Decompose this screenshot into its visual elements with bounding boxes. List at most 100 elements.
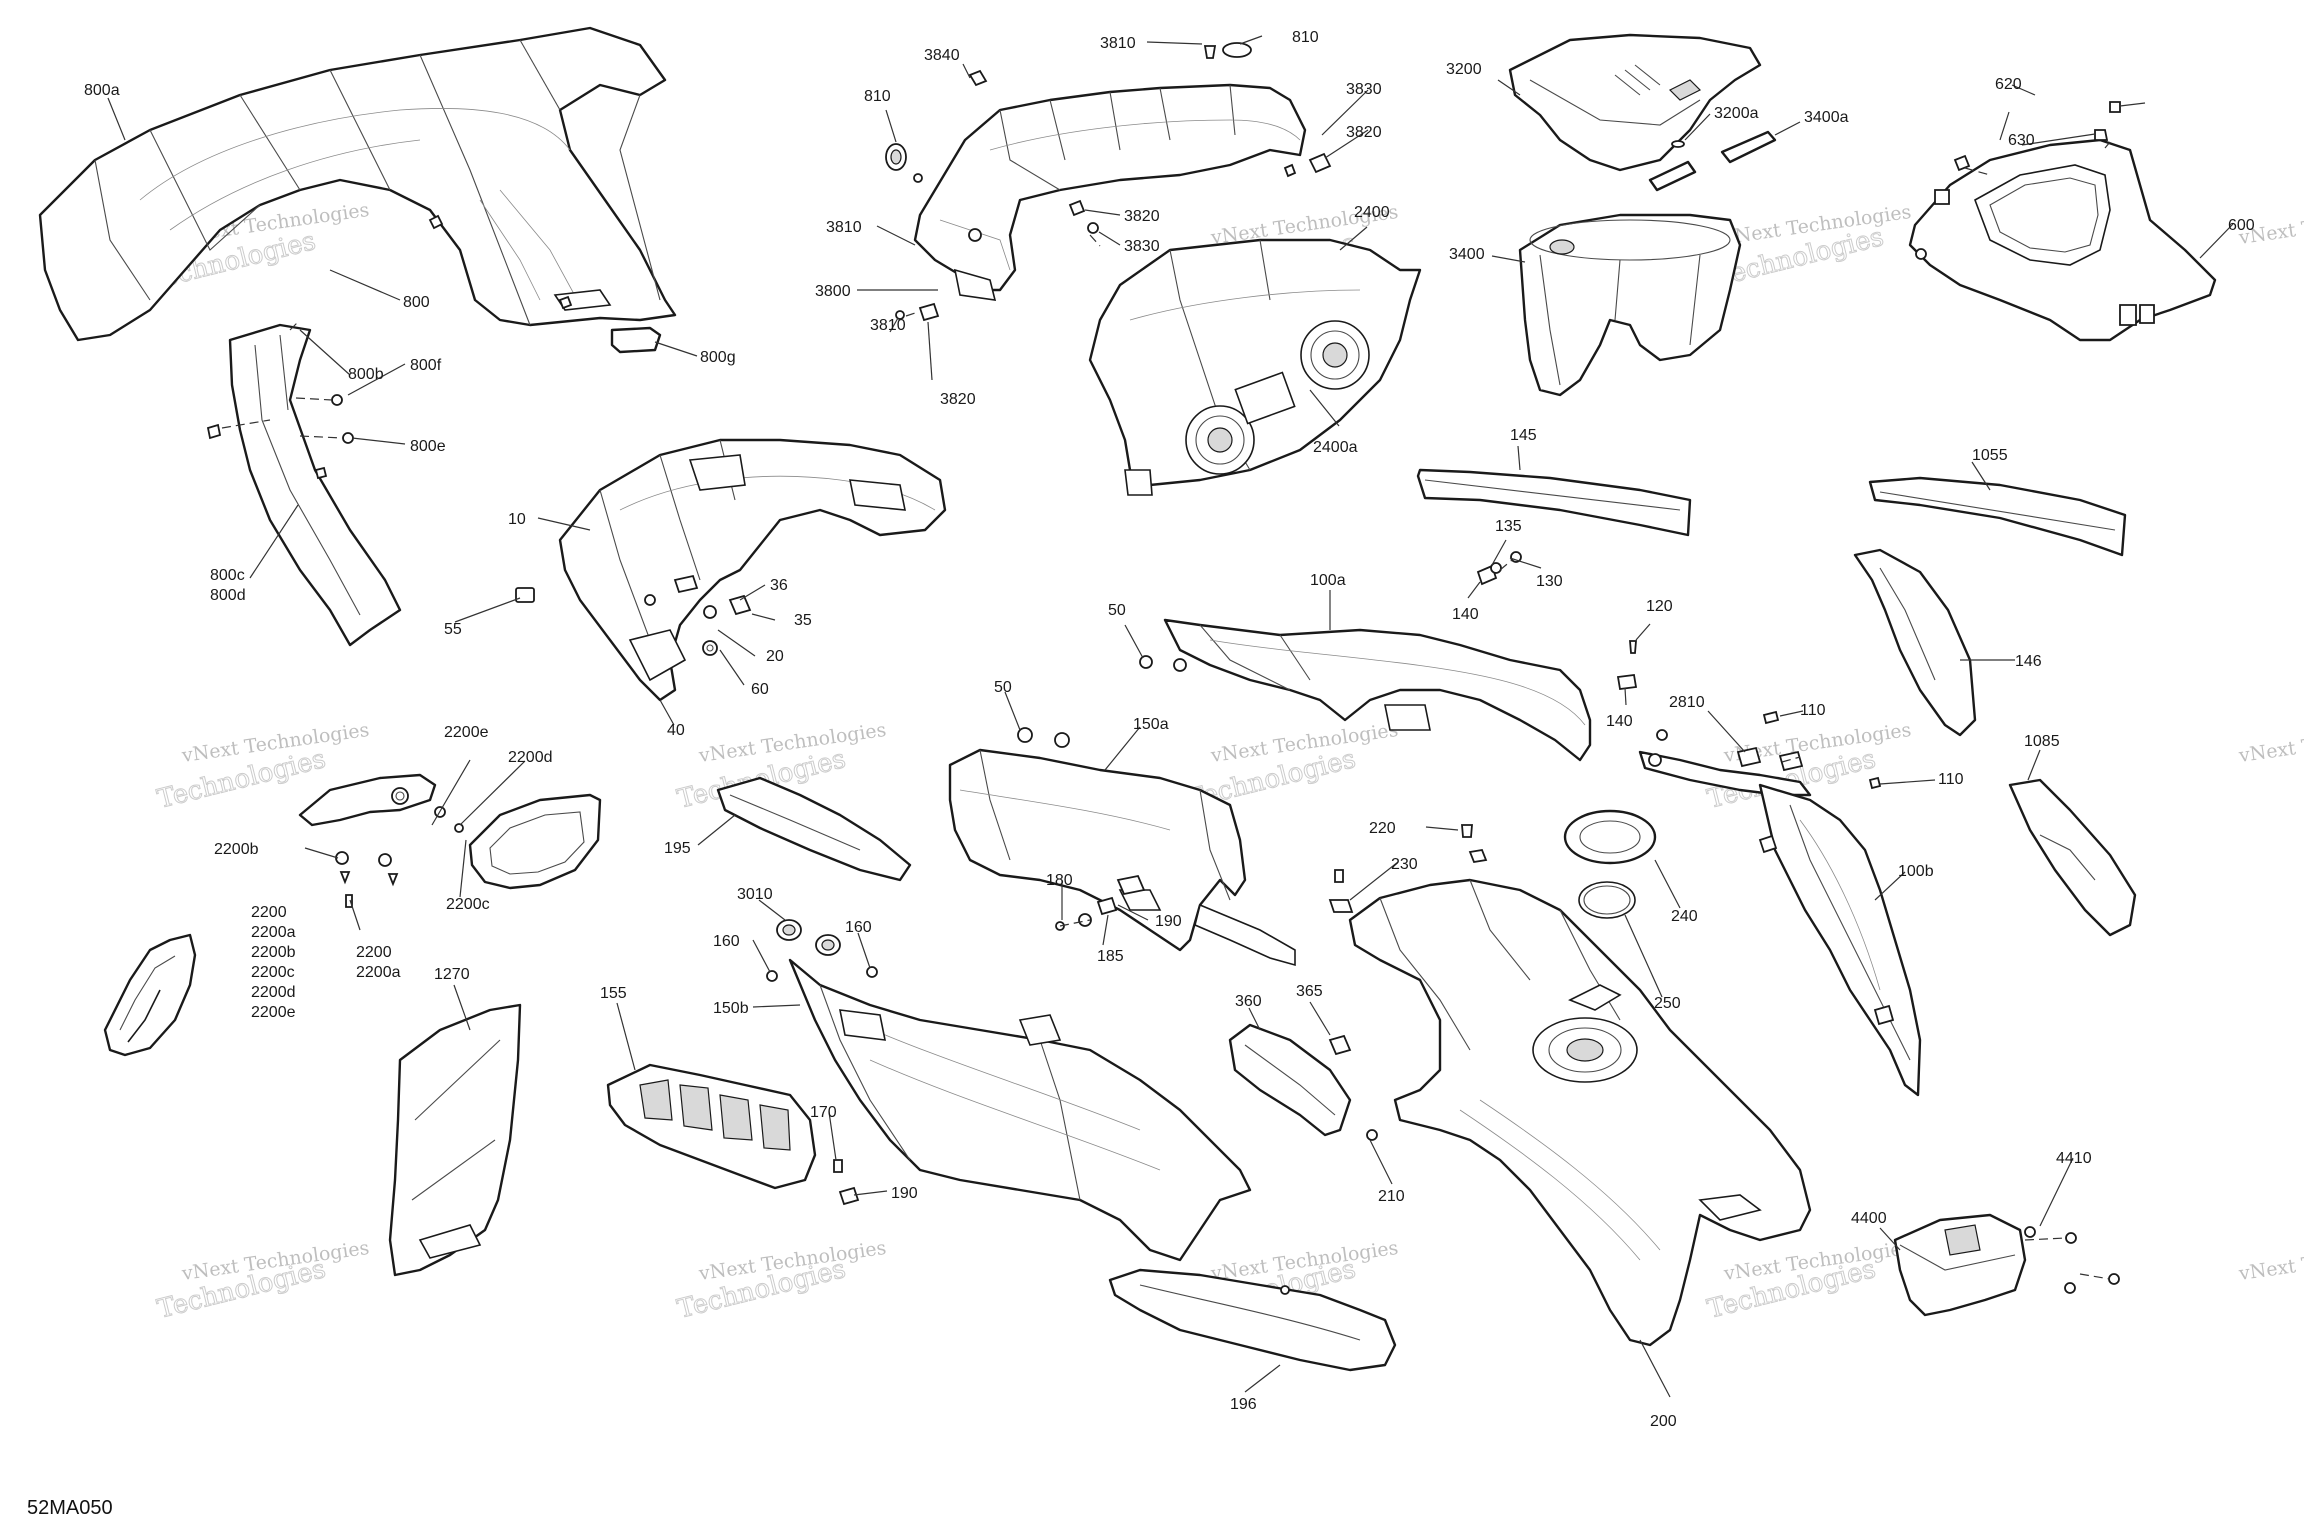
callout-label: 2400 — [1354, 204, 1390, 221]
callout-label: 195 — [664, 840, 691, 857]
callout-label: 100b — [1898, 863, 1934, 880]
part-800-front-fairing — [38, 26, 677, 342]
callout-label: 160 — [845, 919, 872, 936]
part-1085-insert — [2008, 778, 2137, 937]
callout-label: 150b — [713, 1000, 749, 1017]
callout-label: 10 — [508, 511, 526, 528]
hardware-100a-group — [1139, 551, 1638, 691]
part-365-plug — [1328, 1034, 1378, 1141]
callout-label: 360 — [1235, 993, 1262, 1010]
callout-label: 200 — [1650, 1413, 1677, 1430]
callout-label: 2810 — [1669, 694, 1705, 711]
part-800c-side-panel — [206, 323, 402, 647]
callout-label: 3200 — [1446, 61, 1482, 78]
callout-label: 3810 — [826, 219, 862, 236]
part-3800-bracket — [913, 83, 1307, 301]
diagram-code: 52MA050 — [27, 1497, 113, 1519]
callout-label: 3810 — [870, 317, 906, 334]
part-360-cover — [1228, 1023, 1352, 1137]
callout-label: 365 — [1296, 983, 1323, 1000]
part-2200-mirror-bracket — [298, 773, 464, 908]
callout-label: 800 — [403, 294, 430, 311]
part-10-front-nose — [558, 438, 947, 702]
callout-label: 3820 — [1124, 208, 1160, 225]
callout-label: 2400a — [1313, 439, 1358, 456]
hardware-620-630 — [1934, 101, 2121, 205]
callout-label: 35 — [794, 612, 812, 629]
callout-label: 145 — [1510, 427, 1537, 444]
hardware-170-190 — [833, 1159, 860, 1206]
callout-label: 2200d — [251, 984, 296, 1001]
callout-label: 810 — [864, 88, 891, 105]
callout-label: 196 — [1230, 1396, 1257, 1413]
part-100a-upper-rail — [1163, 618, 1592, 762]
callout-labels: 800a 800 800b 800f 800e 800g 800c 800d 3… — [84, 29, 2255, 1430]
part-1055-trim-strip — [1868, 476, 2127, 557]
callout-label: 170 — [810, 1104, 837, 1121]
callout-label: 185 — [1097, 948, 1124, 965]
callout-label: 210 — [1378, 1188, 1405, 1205]
part-1270-panel — [388, 1003, 522, 1277]
callout-label: 800e — [410, 438, 446, 455]
part-240-fuel-ring — [1563, 809, 1657, 865]
part-155-grille — [606, 1063, 817, 1190]
callout-label: 3820 — [940, 391, 976, 408]
part-150b-lower-panel — [788, 958, 1252, 1262]
callout-label: 2200e — [444, 724, 489, 741]
part-3200-cover — [1508, 33, 1762, 172]
callout-label: 2200a — [251, 924, 296, 941]
callout-label: 190 — [891, 1185, 918, 1202]
hardware-10-group — [515, 574, 752, 656]
part-100b-right-rail — [1758, 783, 1922, 1097]
part-2400-headlight — [1088, 238, 1422, 496]
callout-label: 140 — [1606, 713, 1633, 730]
callout-label: 3820 — [1346, 124, 1382, 141]
callout-label: 150a — [1133, 716, 1169, 733]
callout-label: 190 — [1155, 913, 1182, 930]
callout-label: 620 — [1995, 76, 2022, 93]
callout-label: 40 — [667, 722, 685, 739]
callout-label: 2200d — [508, 749, 553, 766]
part-800g-lens — [610, 326, 662, 354]
callout-label: 110 — [1800, 702, 1826, 719]
callout-label: 3400 — [1449, 246, 1485, 263]
callout-label: 220 — [1369, 820, 1396, 837]
callout-label: 180 — [1046, 872, 1073, 889]
callout-label: 240 — [1671, 908, 1698, 925]
callout-label: 810 — [1292, 29, 1319, 46]
callout-label: 630 — [2008, 132, 2035, 149]
callout-label: 160 — [713, 933, 740, 950]
hardware-220-230 — [1328, 824, 1488, 913]
callout-label: 800g — [700, 349, 736, 366]
callout-label: 55 — [444, 621, 462, 638]
hardware-3800-group — [885, 42, 1332, 322]
callout-label: 3800 — [815, 283, 851, 300]
callout-label: 100a — [1310, 572, 1346, 589]
callout-label: 2200 — [356, 944, 392, 961]
callout-label: 1270 — [434, 966, 470, 983]
leader-lines — [107, 35, 2234, 1398]
callout-label: 800f — [410, 357, 442, 374]
callout-label: 2200b — [251, 944, 296, 961]
part-2810-bracket — [1638, 729, 1812, 797]
callout-label: 250 — [1654, 995, 1681, 1012]
part-150a-side-panel — [948, 727, 1296, 967]
callout-label: 800b — [348, 366, 384, 383]
callout-label: 120 — [1646, 598, 1673, 615]
part-200-center-console — [1348, 878, 1812, 1347]
part-3400a-strip — [1648, 130, 1777, 192]
watermark: vNext Technologies — [2237, 719, 2304, 767]
callout-label: 600 — [2228, 217, 2255, 234]
callout-label: 110 — [1938, 771, 1964, 788]
callout-label: 3830 — [1346, 81, 1382, 98]
callout-label: 4400 — [1851, 1210, 1887, 1227]
callout-label: 155 — [600, 985, 627, 1002]
callout-label: 3830 — [1124, 238, 1160, 255]
part-195-panel — [716, 776, 912, 882]
hardware-180-185-190 — [1055, 874, 1146, 931]
callout-label: 60 — [751, 681, 769, 698]
callout-label: 2200c — [446, 896, 490, 913]
callout-label: 50 — [994, 679, 1012, 696]
callout-label: 3400a — [1804, 109, 1849, 126]
